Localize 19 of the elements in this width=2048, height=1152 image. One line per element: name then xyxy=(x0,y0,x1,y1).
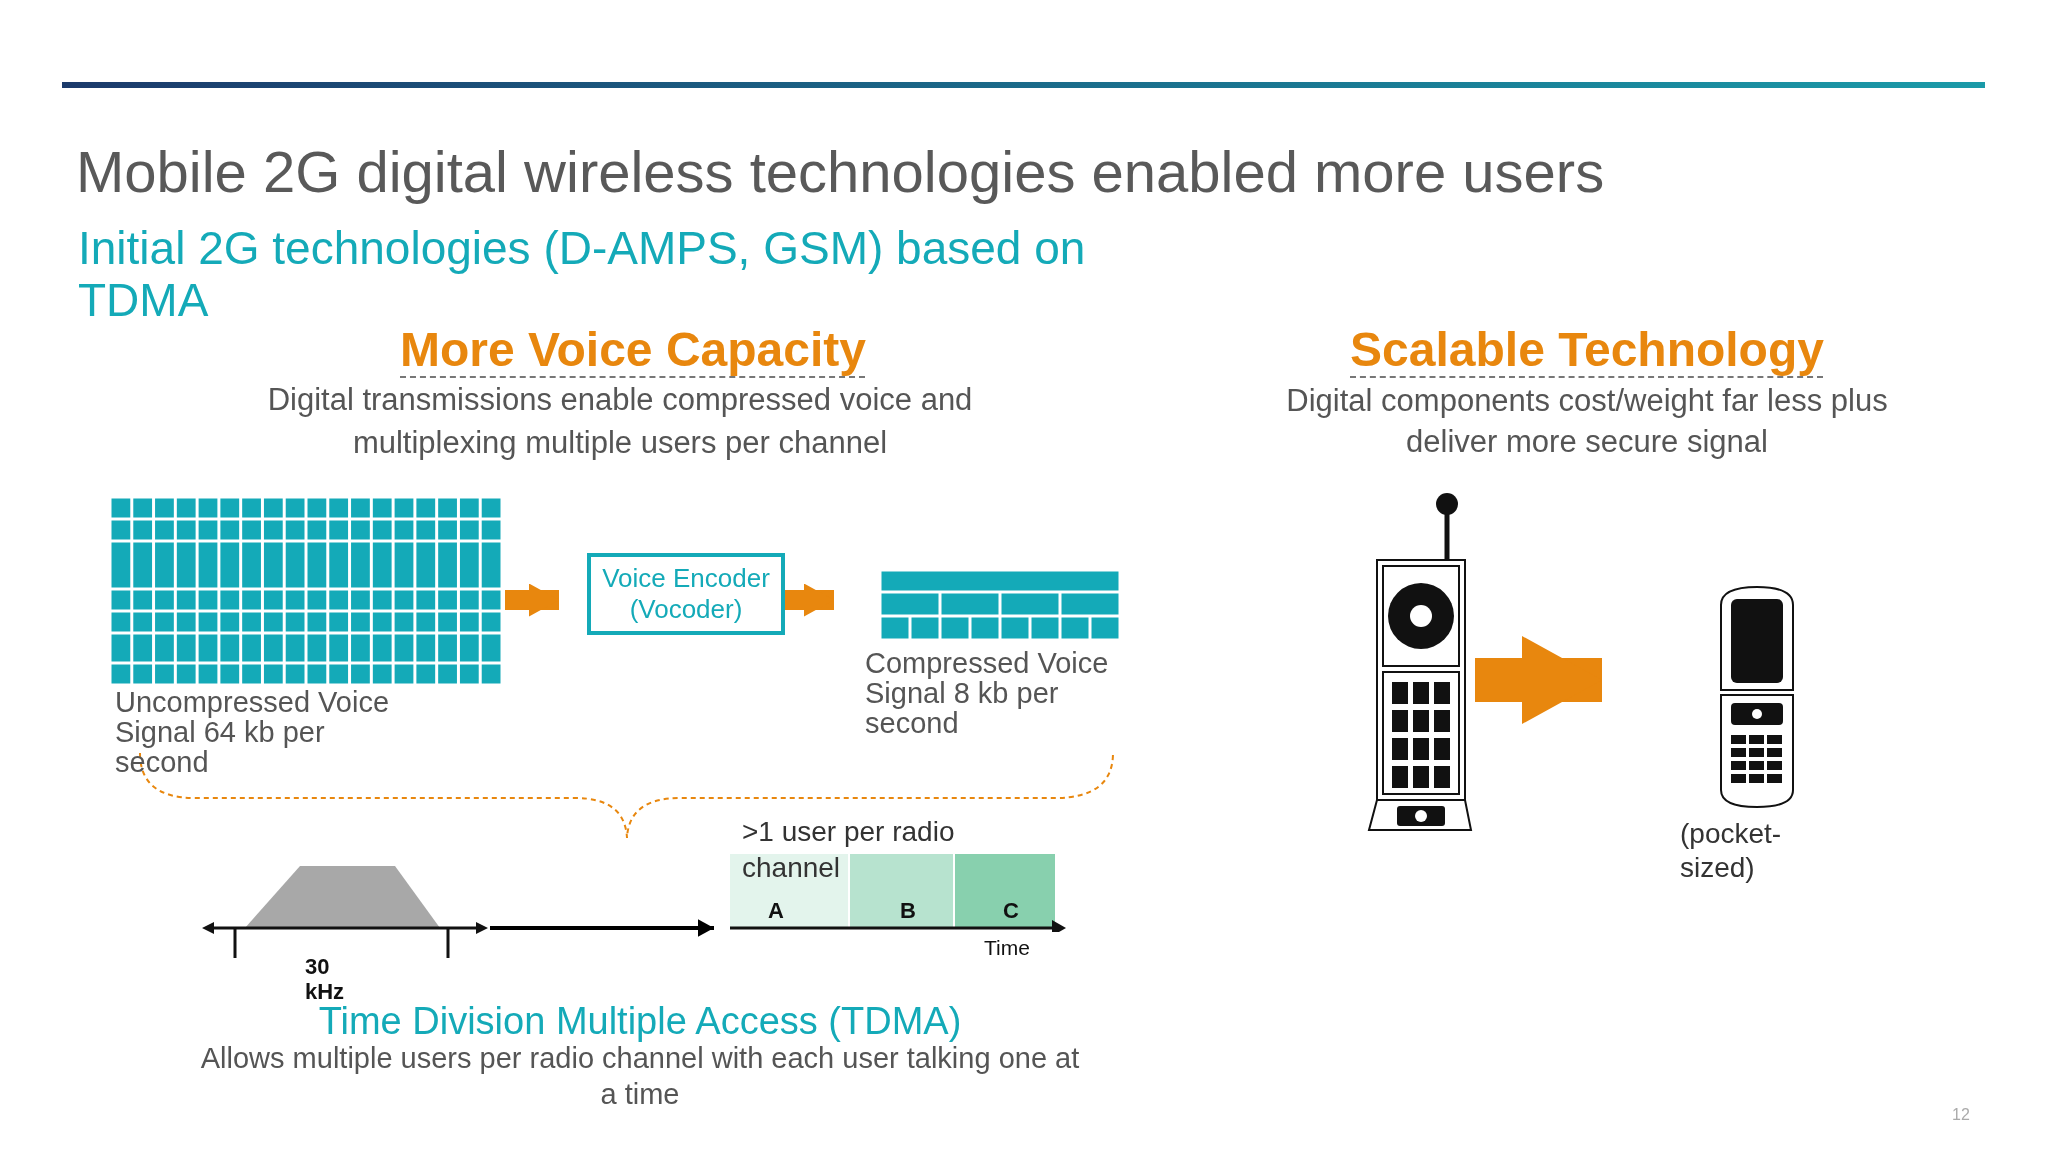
section-description: Allows multiple users per radio channel with each user talking one at a time xyxy=(200,1042,1080,1112)
section-description: Digital components cost/weight far less plus deliver more secure signal xyxy=(1285,382,1889,461)
node-label: >1 user per radio channel xyxy=(742,815,956,885)
axis-label: B xyxy=(900,898,916,924)
arrow xyxy=(1475,636,1602,724)
page-number: 12 xyxy=(1952,1106,1970,1124)
arrow xyxy=(785,583,834,617)
section-heading: Scalable Technology xyxy=(1349,322,1825,377)
axis-label: C xyxy=(1003,898,1019,924)
slide-title: Mobile 2G digital wireless technologies enabled more users xyxy=(76,138,1605,205)
section-description: Digital transmissions enable compressed voice and multiplexing multiple users per channel xyxy=(266,381,974,462)
node-label: Compressed Voice Signal 8 kb per second xyxy=(865,648,1110,738)
axis-label: A xyxy=(768,898,784,924)
arrow xyxy=(490,919,714,937)
process-box: Voice Encoder (Vocoder) xyxy=(587,553,785,635)
node-label: (pocket-sized) xyxy=(1680,817,1783,885)
arrow xyxy=(505,583,559,617)
node-label: Uncompressed Voice Signal 64 kb per second xyxy=(115,687,391,777)
axis-title: Time xyxy=(984,936,1030,960)
